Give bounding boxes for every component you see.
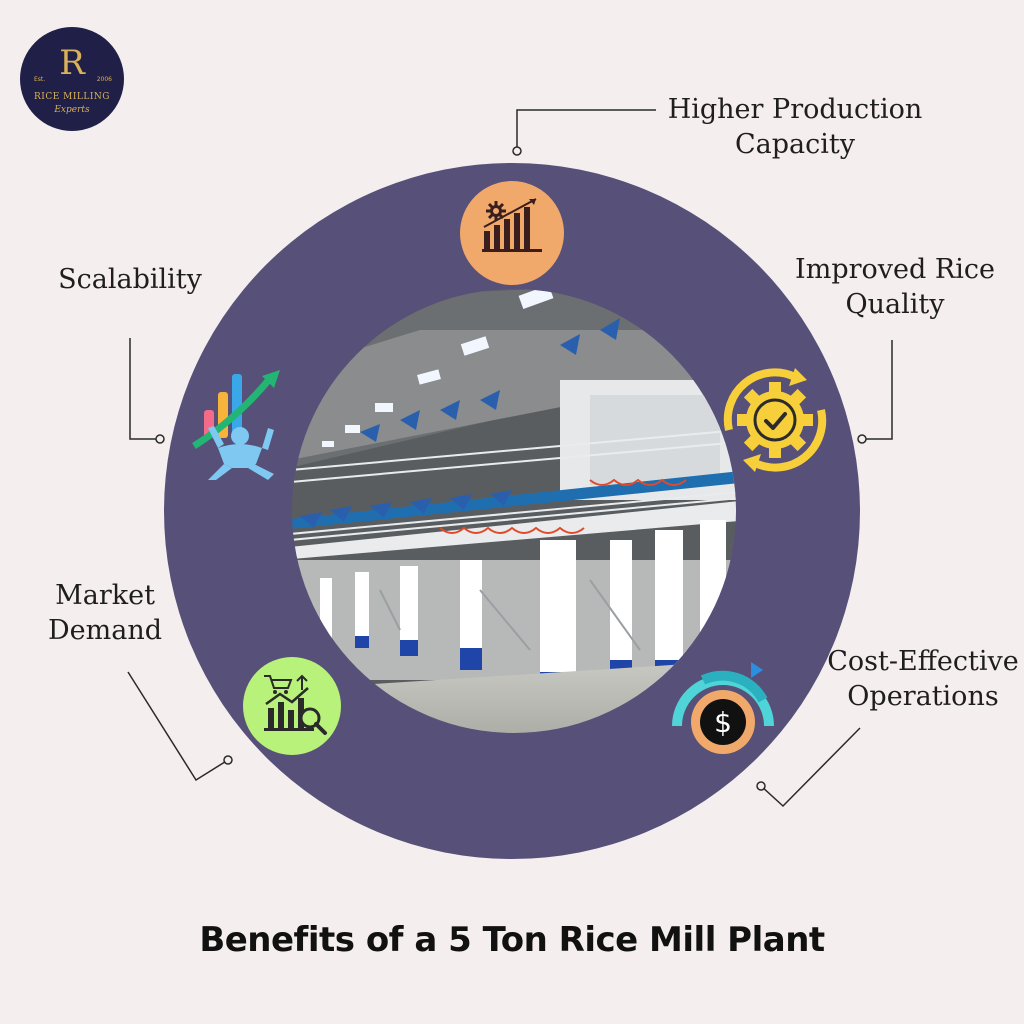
page-title: Benefits of a 5 Ton Rice Mill Plant — [199, 920, 825, 960]
label-improved-rice-quality: Improved Rice Quality — [790, 252, 1000, 322]
connector-dot-cost — [756, 781, 766, 791]
label-cost-effective-operations: Cost-Effective Operations — [826, 644, 1020, 714]
logo-brand: RICE MILLING — [34, 92, 110, 102]
label-line: Improved Rice — [795, 254, 995, 285]
label-line: Cost-Effective — [827, 646, 1019, 677]
label-market-demand: Market Demand — [30, 578, 180, 648]
connector-dot-quality — [857, 434, 867, 444]
connector-quality — [862, 340, 893, 440]
connector-dot-market — [223, 755, 233, 765]
logo-monogram: R — [59, 43, 85, 83]
label-higher-production-capacity: Higher Production Capacity — [660, 92, 930, 162]
svg-text:$: $ — [714, 706, 732, 739]
label-line: Demand — [48, 615, 162, 646]
production-capacity-chart-icon — [460, 181, 564, 285]
logo-tagline: Experts — [54, 105, 90, 115]
logo-est: Est. — [34, 76, 46, 83]
rice-milling-experts-logo: Est. 2006 R RICE MILLING Experts — [20, 27, 124, 131]
label-line: Higher Production — [667, 94, 923, 125]
connector-cost — [760, 727, 861, 808]
dollar-gauge-icon: $ — [672, 662, 774, 754]
label-line: Operations — [847, 681, 999, 712]
connector-scalability — [129, 338, 160, 440]
label-line: Market — [55, 580, 155, 611]
label-line: Capacity — [735, 129, 855, 160]
connector-production — [516, 109, 656, 151]
connector-market — [127, 671, 229, 782]
scalability-figure-icon — [192, 370, 280, 480]
rice-mill-photo — [292, 289, 736, 733]
label-line: Quality — [845, 289, 945, 320]
label-line: Scalability — [58, 264, 202, 295]
label-scalability: Scalability — [50, 262, 210, 297]
logo-year: 2006 — [96, 76, 112, 83]
connector-dot-production — [512, 146, 522, 156]
connector-dot-scalability — [155, 434, 165, 444]
market-analysis-icon — [243, 657, 341, 755]
